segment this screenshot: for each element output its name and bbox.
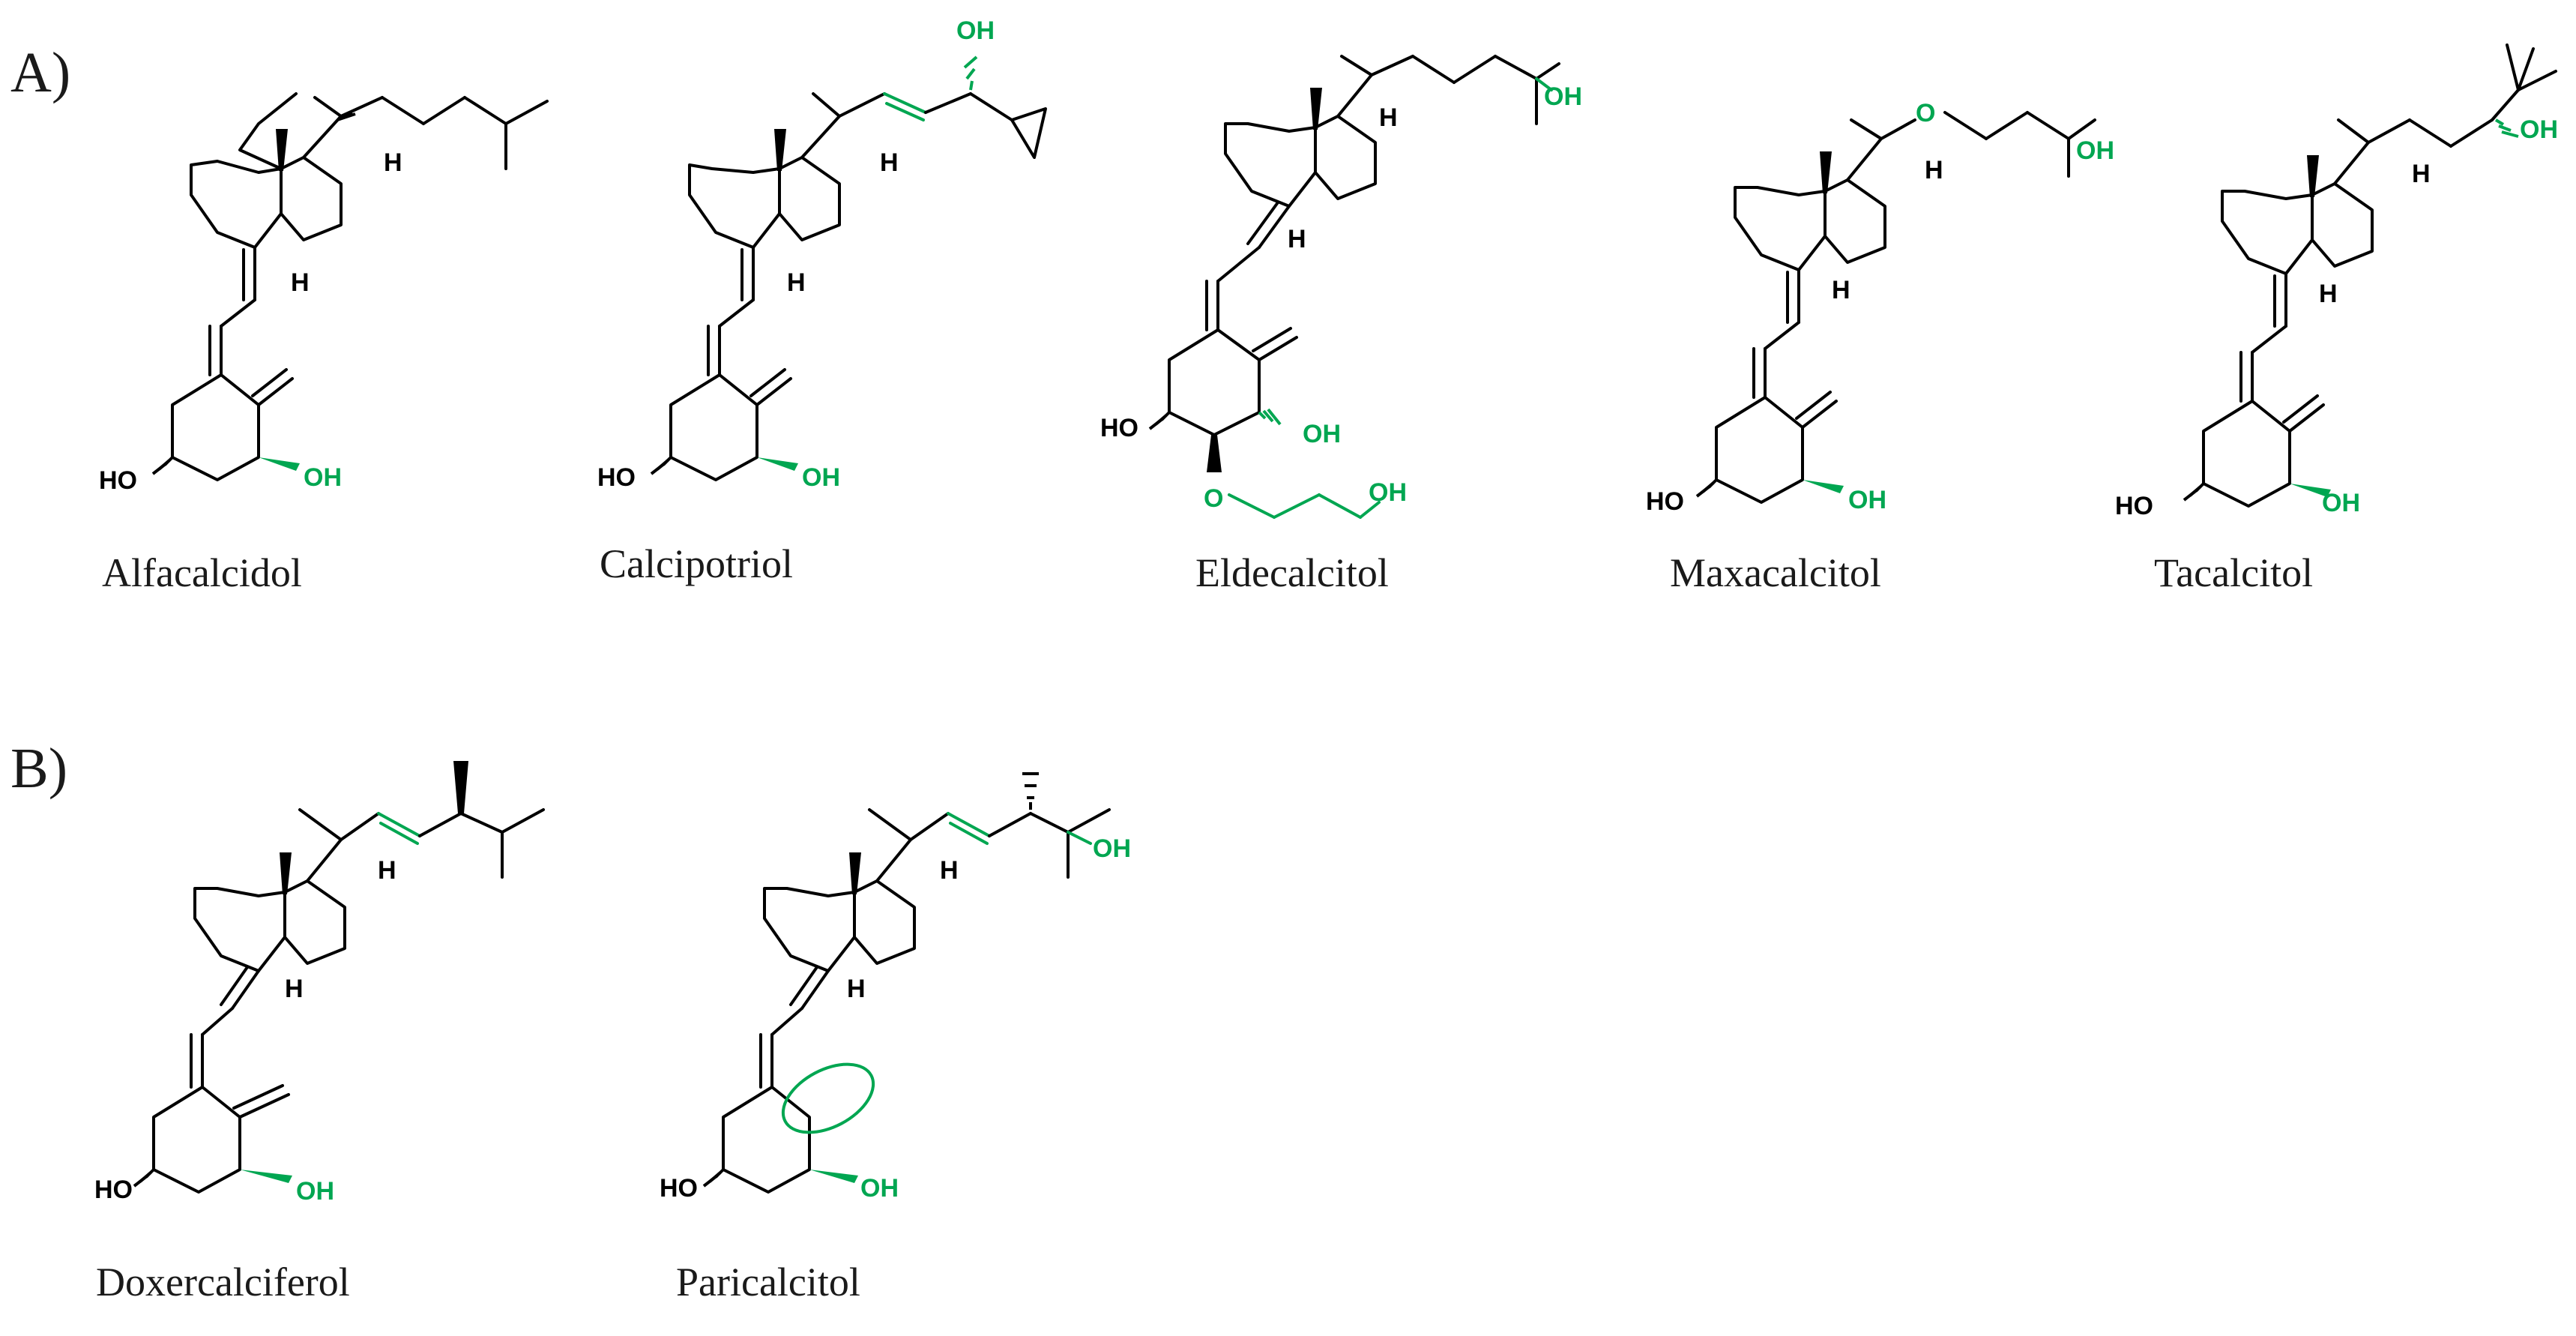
- atom-oh-highlight: OH: [1093, 834, 1131, 863]
- atom-h: H: [847, 975, 866, 1003]
- atom-h: H: [1379, 103, 1398, 132]
- atom-h: H: [880, 148, 899, 177]
- structure-doxercalciferol: H H HO OH Doxercalciferol: [94, 761, 545, 1305]
- compound-name-calcipotriol: Calcipotriol: [600, 541, 793, 586]
- atom-ho: HO: [2115, 492, 2153, 520]
- compound-name-paricalcitol: Paricalcitol: [676, 1260, 860, 1305]
- structure-maxacalcitol: O OH H H HO OH Maxacalcitol: [1646, 99, 2114, 595]
- atom-o-highlight: O: [1204, 484, 1223, 513]
- atom-oh-highlight: OH: [296, 1177, 334, 1206]
- atom-ho: HO: [660, 1174, 698, 1203]
- panel-label-a: A): [10, 41, 70, 104]
- atom-oh-highlight: OH: [1303, 420, 1341, 448]
- structure-tacalcitol: OH H H HO OH Tacalcitol: [2115, 43, 2558, 595]
- compound-name-maxacalcitol: Maxacalcitol: [1670, 550, 1881, 595]
- compound-name-doxercalciferol: Doxercalciferol: [96, 1260, 350, 1305]
- atom-oh-highlight: OH: [860, 1174, 899, 1203]
- atom-h: H: [378, 856, 396, 885]
- atom-oh-highlight: OH: [2076, 136, 2114, 165]
- atom-h: H: [1832, 276, 1850, 304]
- atom-h: H: [285, 975, 304, 1003]
- atom-ho: HO: [1100, 414, 1138, 442]
- compound-name-alfacalcidol: Alfacalcidol: [102, 550, 302, 595]
- atom-h: H: [940, 856, 959, 885]
- panel-label-b: B): [10, 737, 67, 800]
- atom-ho: HO: [597, 463, 636, 492]
- atom-ho: HO: [94, 1176, 133, 1204]
- atom-oh-highlight: OH: [956, 16, 995, 45]
- removed-methylene-highlight: [781, 1062, 875, 1134]
- atom-oh-highlight: OH: [1544, 82, 1582, 111]
- atom-oh-highlight: OH: [1848, 486, 1886, 514]
- atom-ho: HO: [1646, 487, 1684, 516]
- atom-oh-highlight: OH: [2520, 115, 2558, 144]
- atom-h: H: [384, 148, 402, 177]
- atom-oh-highlight: OH: [2322, 489, 2360, 517]
- structure-eldecalcitol: OH H H HO OH O OH Eldecalcitol: [1100, 55, 1582, 595]
- atom-h: H: [787, 268, 806, 297]
- atom-h: H: [1288, 225, 1306, 253]
- structure-alfacalcidol: H H HO OH Alfacalcidol: [99, 92, 549, 595]
- atom-ho: HO: [99, 466, 137, 495]
- atom-oh-highlight: OH: [802, 463, 840, 492]
- atom-oh-highlight: OH: [1369, 478, 1407, 507]
- compound-name-tacalcitol: Tacalcitol: [2154, 550, 2313, 595]
- compound-name-eldecalcitol: Eldecalcitol: [1195, 550, 1389, 595]
- atom-o-highlight: O: [1916, 99, 1935, 127]
- atom-h: H: [291, 268, 310, 297]
- atom-h: H: [1925, 156, 1943, 184]
- atom-h: H: [2319, 280, 2338, 308]
- structure-calcipotriol: OH H H HO OH Calcipotriol: [597, 16, 1047, 586]
- atom-oh-highlight: OH: [304, 463, 342, 492]
- structure-paricalcitol: OH H H HO OH Paricalcitol: [660, 772, 1131, 1305]
- atom-h: H: [2412, 160, 2431, 188]
